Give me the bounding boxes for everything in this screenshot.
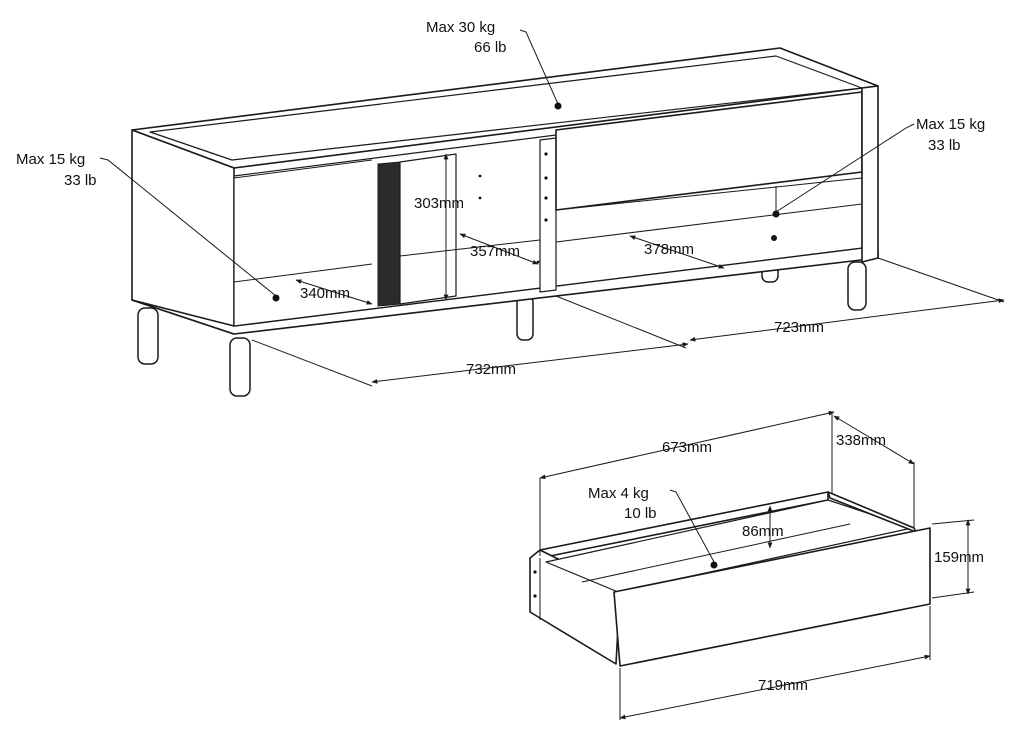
- cabinet-load-leaders: [99, 29, 915, 302]
- drawer-load-line2: 10 lb: [624, 505, 657, 522]
- top-load-line2: 66 lb: [474, 39, 507, 56]
- right-shelf-load-line2: 33 lb: [928, 137, 961, 154]
- drawer-dim-front-width: 719mm: [758, 677, 808, 694]
- dim-left-width: 732mm: [466, 361, 516, 378]
- drawer-load-leader: [669, 489, 718, 569]
- drawer-load-line1: Max 4 kg: [588, 485, 649, 502]
- drawer-dimensions: [539, 410, 975, 720]
- top-load-line1: Max 30 kg: [426, 19, 495, 36]
- drawer-illustration: [529, 491, 931, 667]
- dim-right-width: 723mm: [774, 319, 824, 336]
- drawer-dim-front-height: 159mm: [934, 549, 984, 566]
- dim-middle-depth: 357mm: [470, 243, 520, 260]
- left-shelf-load-line2: 33 lb: [64, 172, 97, 189]
- drawer-dim-inner-width: 673mm: [662, 439, 712, 456]
- dim-inner-height: 303mm: [414, 195, 464, 212]
- cabinet-divider-left: [377, 161, 401, 307]
- cabinet-leg-front-right: [847, 261, 867, 311]
- cabinet-dimensions: [251, 153, 1005, 387]
- drawer-dim-depth: 338mm: [836, 432, 886, 449]
- right-shelf-load-line1: Max 15 kg: [916, 116, 985, 133]
- dim-right-depth: 378mm: [644, 241, 694, 258]
- dim-left-depth: 340mm: [300, 285, 350, 302]
- cabinet-leg-front-mid: [229, 337, 251, 397]
- left-shelf-load-line1: Max 15 kg: [16, 151, 85, 168]
- drawer-front-panel: [613, 527, 931, 667]
- tv-cabinet-illustration: [131, 47, 879, 397]
- drawer-dim-inner-height: 86mm: [742, 523, 784, 540]
- cabinet-leg-front-left: [137, 307, 159, 365]
- cabinet-leg-back-left: [516, 295, 534, 341]
- cabinet-center-panel: [539, 137, 557, 293]
- cabinet-right-side: [861, 85, 879, 263]
